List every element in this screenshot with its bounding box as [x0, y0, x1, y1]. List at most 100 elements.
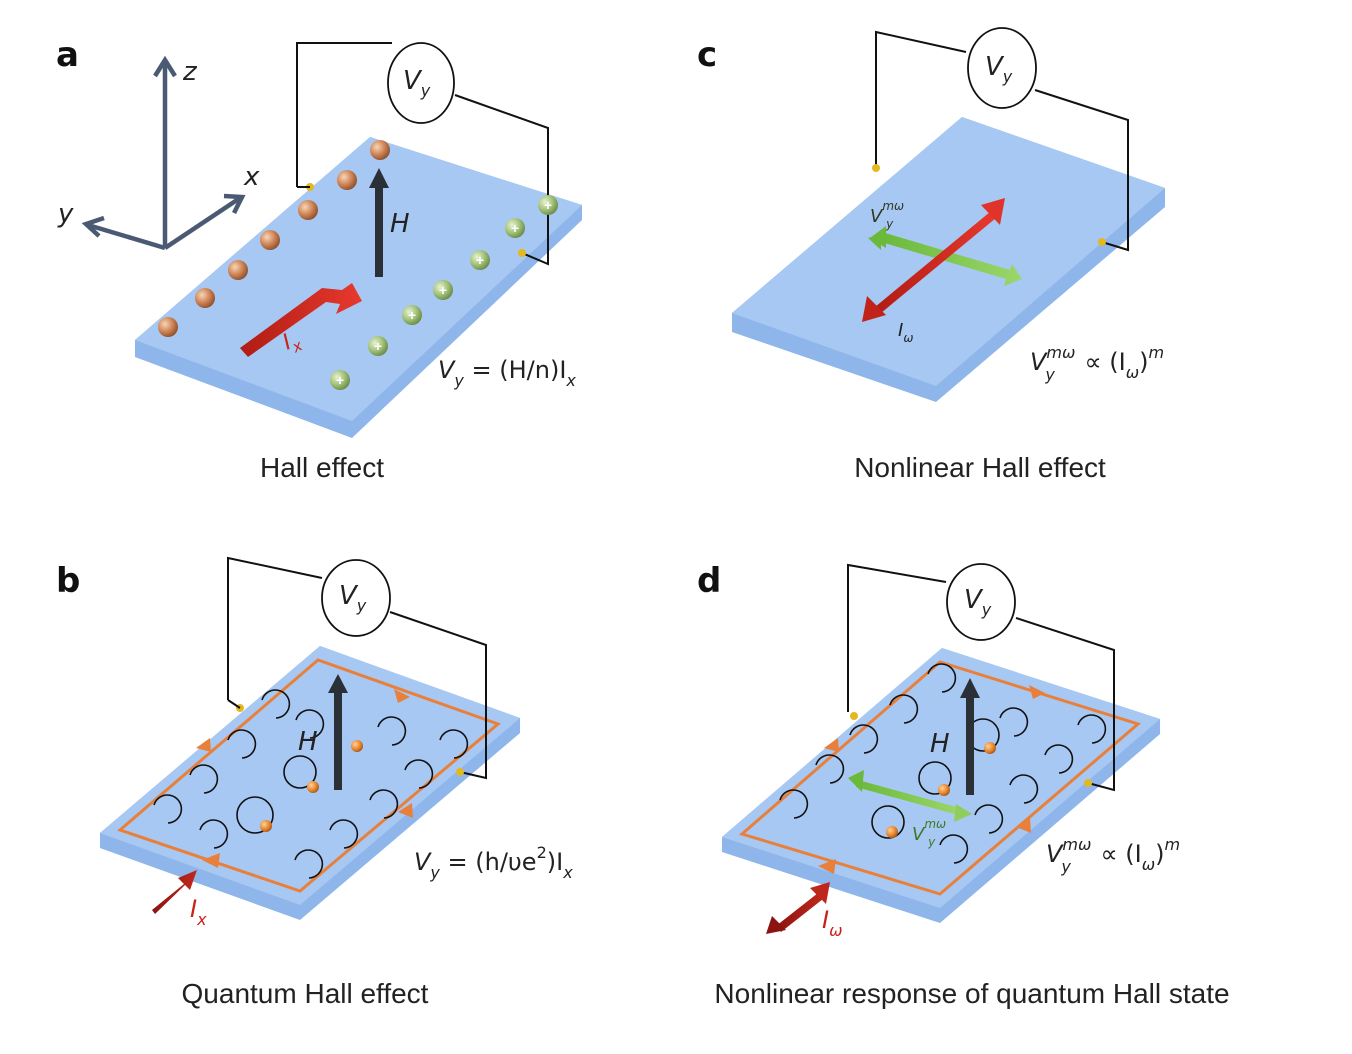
orbit — [404, 759, 434, 789]
x-axis — [163, 196, 242, 250]
svg-text:Vy: Vy — [339, 581, 367, 615]
edge-channel-d — [738, 660, 1142, 896]
slab-top — [722, 648, 1160, 908]
contact-right — [1098, 238, 1106, 246]
z-axis-label: z — [182, 57, 198, 87]
orbit — [377, 716, 407, 746]
voltmeter-d: Vy — [847, 563, 1115, 792]
hole: + — [330, 370, 350, 390]
panel-d: d Vy — [697, 561, 1230, 1009]
orbit — [1044, 744, 1074, 774]
hole: + — [538, 195, 558, 215]
orbit — [918, 761, 952, 795]
axes-triad: z x y — [57, 55, 260, 251]
orbit — [189, 764, 219, 794]
svg-text:+: + — [336, 372, 344, 388]
y-axis — [87, 222, 166, 251]
orbit — [779, 789, 809, 819]
electron — [195, 288, 215, 308]
svg-text:+: + — [476, 252, 484, 268]
field-arrow-a: H — [369, 168, 410, 277]
svg-text:+: + — [439, 282, 447, 298]
wire-left — [847, 563, 947, 712]
contact-left — [850, 712, 858, 720]
holes: + + + + + + + — [330, 195, 558, 390]
svg-text:+: + — [374, 338, 382, 354]
contact-right — [456, 768, 464, 776]
svg-text:Vy: Vy — [964, 585, 992, 619]
slab-top — [100, 646, 520, 905]
orbit — [1009, 774, 1039, 804]
edge-arrow — [398, 803, 413, 818]
wire-right — [389, 611, 487, 780]
caption-d: Nonlinear response of quantum Hall state — [714, 978, 1229, 1009]
orbit — [939, 834, 969, 864]
field-label: H — [298, 727, 318, 757]
electron — [307, 781, 319, 793]
edge-arrow — [818, 859, 836, 874]
voltmeter-b: Vy — [227, 556, 487, 780]
current-arrow-b: Ix — [152, 870, 207, 929]
svg-text:Vy: Vy — [403, 66, 431, 100]
orbit — [871, 805, 905, 839]
field-label: H — [390, 209, 410, 239]
caption-c: Nonlinear Hall effect — [854, 452, 1106, 483]
wire-left — [875, 30, 967, 166]
electron — [337, 170, 357, 190]
electron — [298, 200, 318, 220]
wire-right — [1034, 89, 1129, 252]
voltage-arrow-c — [868, 226, 1022, 286]
current-arrow-c — [862, 198, 1005, 322]
panel-b-letter: b — [56, 561, 80, 601]
orbit — [889, 694, 919, 724]
voltmeter-sub: y — [356, 596, 367, 615]
contact-right — [1084, 779, 1092, 787]
electron — [886, 826, 898, 838]
orbit — [283, 755, 317, 789]
voltmeter-circle — [321, 559, 391, 637]
voltage-arrow-d — [848, 770, 972, 822]
electron — [938, 784, 950, 796]
voltmeter-circle — [387, 42, 455, 124]
current-label-d: Iω — [822, 906, 842, 940]
caption-a: Hall effect — [260, 452, 384, 483]
contact-left — [872, 164, 880, 172]
hole: + — [368, 336, 388, 356]
voltmeter-label: V — [964, 585, 984, 615]
equation-b: Vy = (h/υe2)Ix — [414, 843, 573, 882]
electron — [370, 140, 390, 160]
orbit — [999, 707, 1029, 737]
orbit — [369, 789, 399, 819]
orbit — [849, 724, 879, 754]
voltmeter-circle — [946, 563, 1016, 641]
z-axis-arrowhead — [153, 55, 177, 78]
orbit — [295, 709, 325, 739]
y-axis-label: y — [57, 199, 74, 229]
svg-text:+: + — [511, 220, 519, 236]
edge-arrow — [824, 738, 839, 752]
orbit — [261, 689, 291, 719]
cyclotron-orbits-b — [153, 689, 469, 879]
x-axis-arrowhead — [223, 193, 246, 215]
orbit — [815, 754, 845, 784]
field-arrow-b: H — [298, 674, 348, 790]
orbit — [294, 849, 324, 879]
svg-text:Vy: Vy — [985, 52, 1013, 86]
hole: + — [433, 280, 453, 300]
electron — [351, 740, 363, 752]
equation-a: Vy = (H/n)Ix — [438, 356, 576, 390]
orbit — [329, 819, 359, 849]
hole: + — [470, 250, 490, 270]
voltmeter-a: Vy — [296, 42, 549, 266]
voltmeter-sub: y — [420, 81, 431, 100]
panel-b: b Vy — [56, 556, 573, 1009]
hole: + — [505, 218, 525, 238]
voltmeter-sub: y — [981, 600, 992, 619]
caption-b: Quantum Hall effect — [182, 978, 429, 1009]
edge-arrow — [394, 689, 410, 703]
electrons-b — [260, 740, 363, 832]
